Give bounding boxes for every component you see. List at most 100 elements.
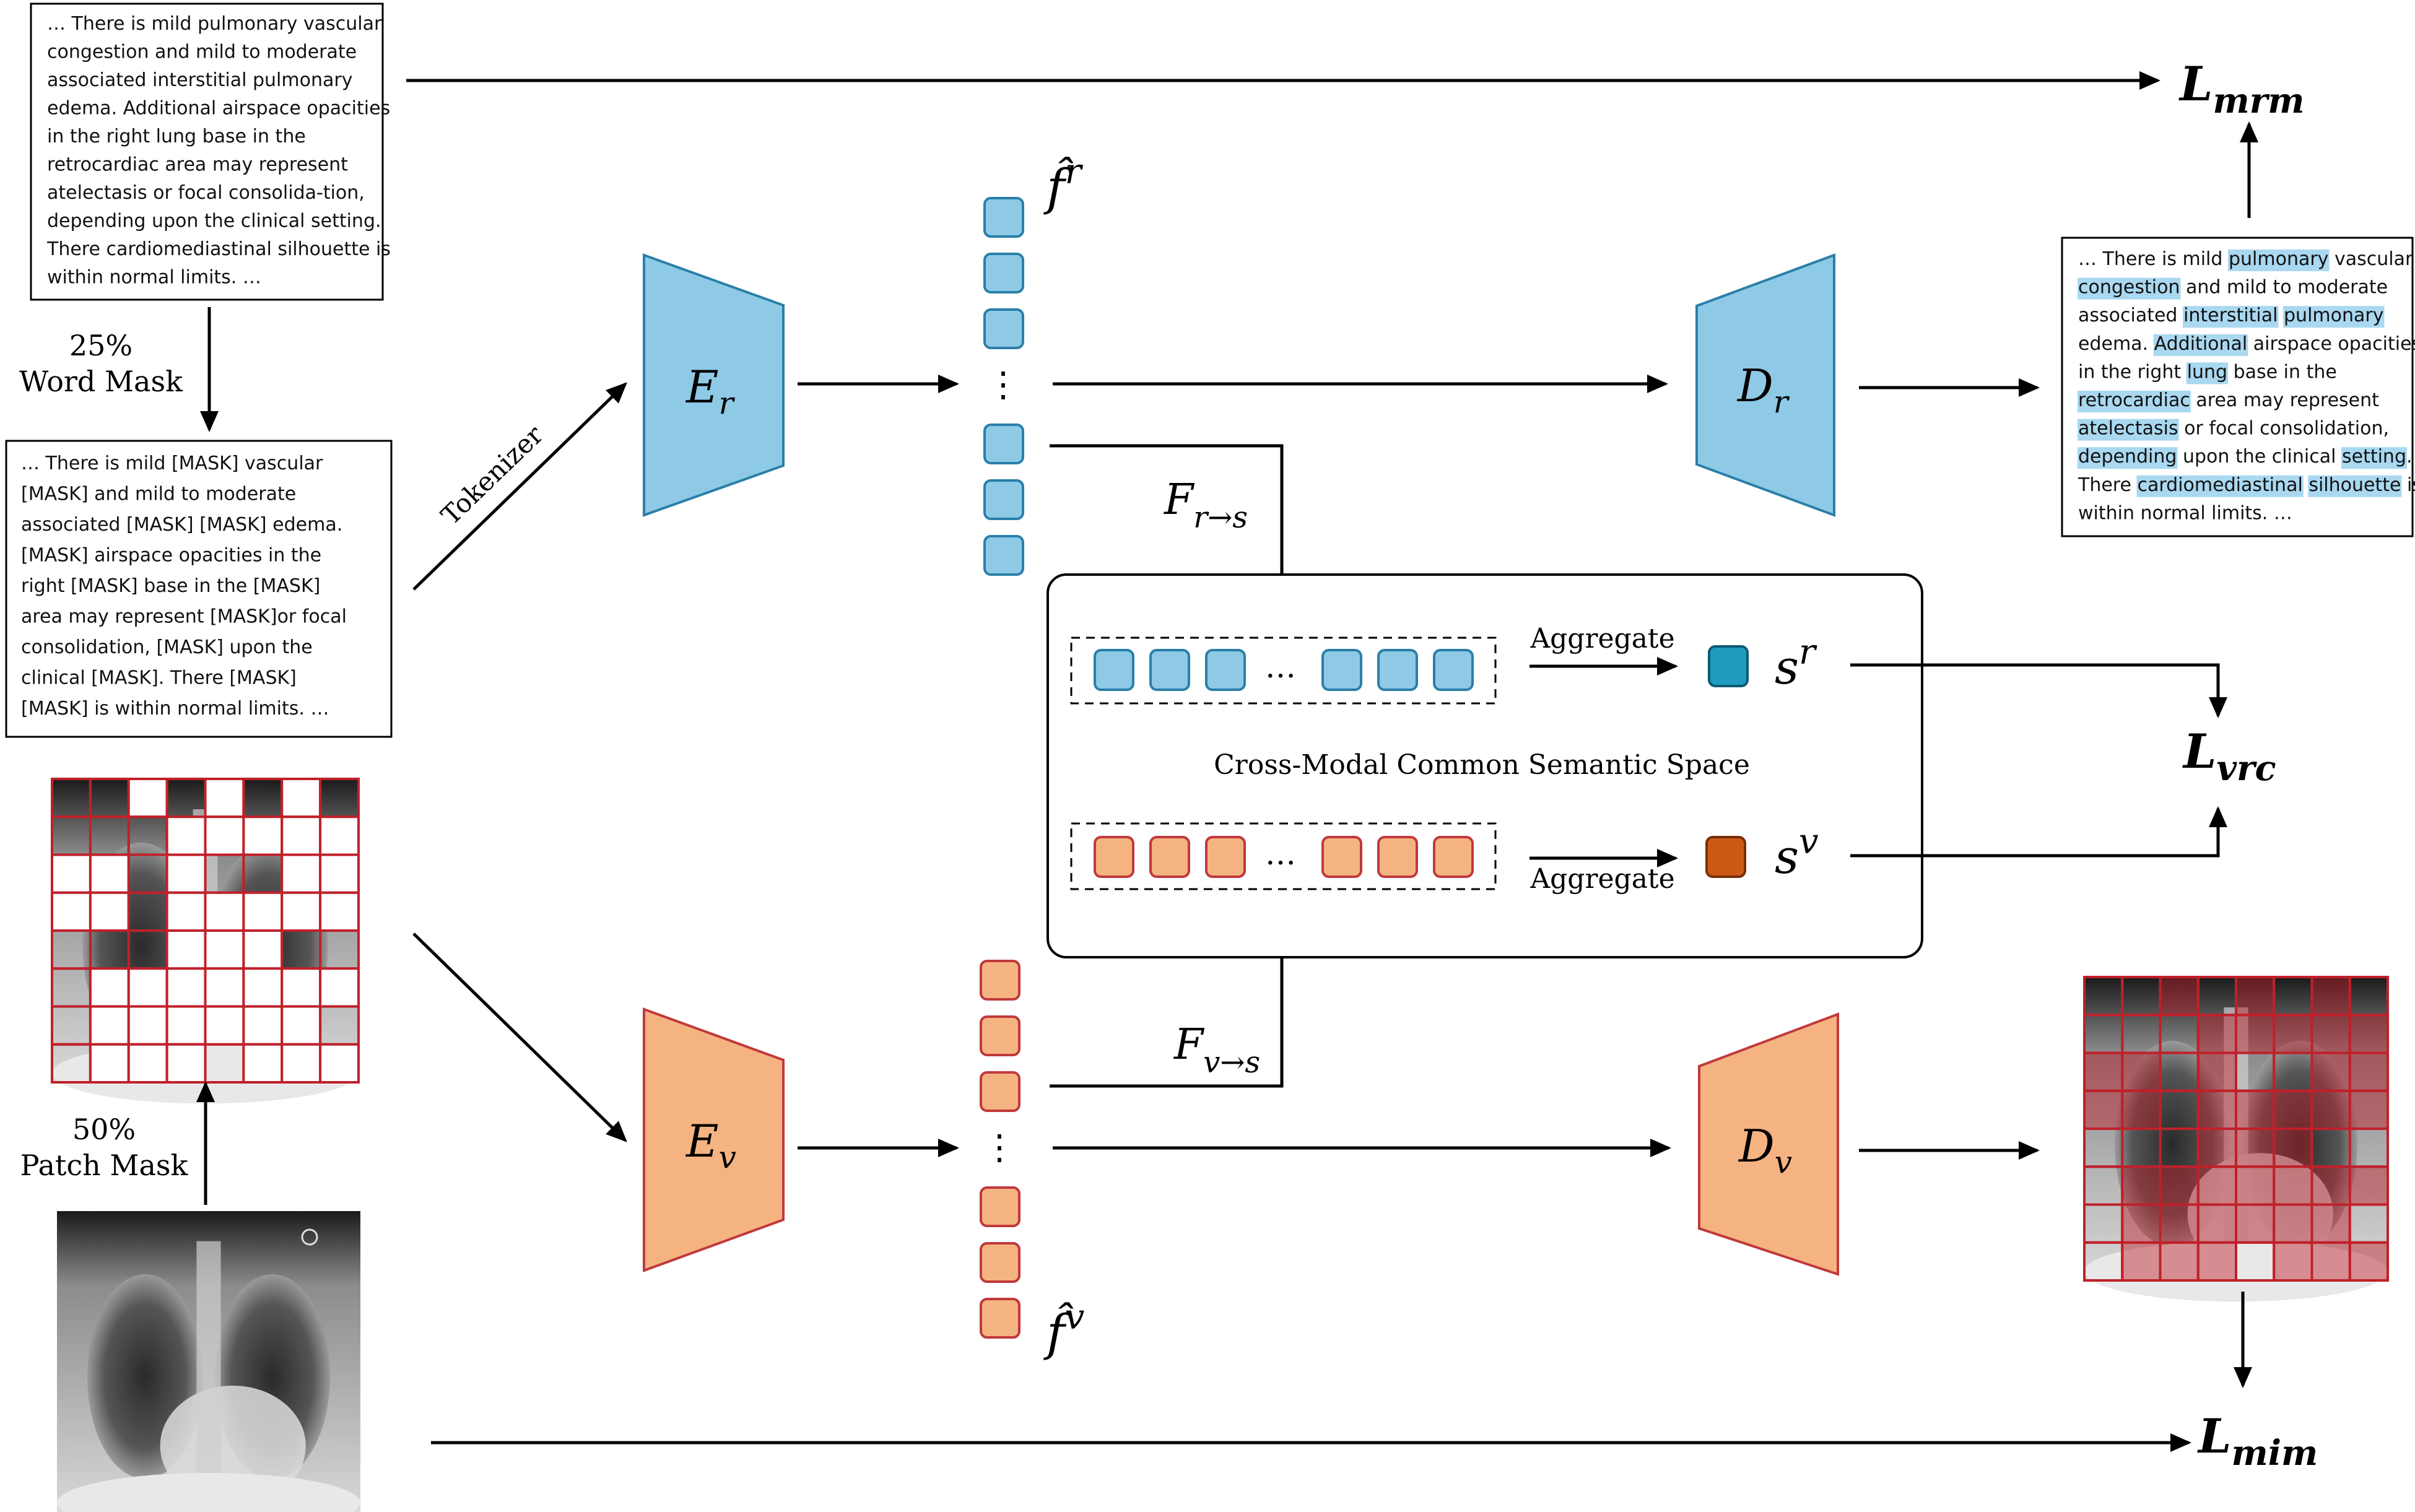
common-semantic-space: … Aggregate sr Cross-Modal Common Semant… [1046,573,1923,958]
predicted-word: interstitial [2183,305,2278,326]
masked-report-line: area may represent [MASK]or focal [21,606,347,628]
masked-patch [2310,1014,2351,1054]
projection-r-to-s-arrow [1050,444,1291,635]
predicted-word: Additional [2154,333,2248,355]
loss-mim: Lmim [2197,1409,2318,1474]
masked-patch [2273,1241,2313,1282]
masked-patch [165,815,207,856]
loss-mrm: Lmrm [2178,56,2304,121]
masked-patch [319,815,360,856]
masked-patch [319,891,360,932]
masked-patch [204,967,245,1008]
reconstructed-report-box: … There is mild pulmonary vascular conges… [2061,237,2415,537]
masked-patch [281,815,322,856]
masked-report-line: [MASK] is within normal limits. … [21,698,329,719]
masked-patch [242,815,284,856]
report-word: is [2401,474,2415,496]
f-r-to-s-label: Fr→s [1163,476,1248,535]
reconstructed-patch-grid [2083,976,2389,1282]
predicted-word: atelectasis [2078,418,2178,440]
word-highlight [2078,447,2178,469]
masked-patch [242,1043,284,1084]
masked-patch [127,967,168,1008]
masked-report-line: … There is mild [MASK] vascular [21,453,323,474]
image-encoder-ev: Ev [643,1007,785,1272]
report-word: base in the [2227,361,2337,383]
image-decoder-dv: Dv [1698,1012,1839,1276]
masked-patch [204,1005,245,1046]
reconstructed-report-line: atelectasis or focal consolidation, [2078,418,2389,440]
masked-patch [319,967,360,1008]
masked-patch [2196,1165,2237,1206]
svg-text:Dv: Dv [1738,1120,1792,1180]
svg-text:…: … [1265,836,1296,872]
s-v-token [1705,836,1746,878]
masked-patch [2273,1203,2313,1244]
predicted-word: setting [2342,446,2406,467]
masked-patch [2196,1051,2237,1092]
s-r-token [1708,645,1749,687]
reconstructed-report-line: … There is mild pulmonary vascular [2078,248,2413,270]
f-hat-v-label: f̂v [1043,1297,1085,1362]
patch-mask-grid [51,778,360,1084]
reconstructed-report-line: in the right lung base in the [2078,361,2337,383]
masked-patch [2159,1165,2200,1206]
original-xray-image [57,1211,360,1512]
projection-v-to-s-arrow [1050,897,1291,1088]
svg-text:…: … [1265,649,1296,685]
masked-patch [165,891,207,932]
masked-patch [89,891,130,932]
masked-report-line: right [MASK] base in the [MASK] [21,575,320,597]
predicted-word: silhouette [2308,474,2401,496]
original-report-text: … There is mild pulmonary vascularconges… [46,13,391,289]
report-decoder-dr: Dr [1695,253,1835,517]
xray-to-ev-arrow [412,932,627,1142]
report-word: upon the clinical [2177,446,2342,467]
loss-vrc: Lvrc [2182,724,2276,789]
masked-patch [2083,1051,2124,1092]
word-mask-percent: 25% [69,329,133,362]
masked-patch [165,1005,207,1046]
masked-patch [127,1043,168,1084]
reconstructed-report-line: congestion and mild to moderate [2078,277,2388,298]
word-highlight [2136,475,2304,497]
masked-patch [281,1043,322,1084]
reconstructed-report-line: associated interstitial pulmonary [2078,305,2383,326]
masked-patch [2196,1241,2237,1282]
reconstructed-report-line: retrocardiac area may represent [2078,389,2379,411]
masked-patch [89,1005,130,1046]
masked-patch [2121,1165,2162,1206]
report-word: area may represent [2190,389,2379,411]
masked-patch [2196,1089,2237,1130]
masked-patch [2235,1127,2276,1168]
reconstructed-report-line: There cardiomediastinal silhouette is [2078,474,2415,496]
masked-patch [2235,1203,2276,1244]
f-hat-r-label: f̂r [1043,152,1084,216]
masked-patch [2159,976,2200,1017]
report-encoder-er: Er [643,253,785,517]
predicted-word: pulmonary [2284,305,2383,326]
report-word: and mild to moderate [2180,277,2388,298]
masked-patch [242,929,284,970]
report-word: . [2406,446,2413,467]
word-highlight [2078,391,2191,412]
report-space-tokens: … [1094,649,1474,691]
masked-report-line: clinical [MASK]. There [MASK] [21,667,297,689]
masked-report-box: … There is mild [MASK] vascular[MASK] an… [5,440,393,738]
masked-patch [2310,1051,2351,1092]
masked-report-line: associated [MASK] [MASK] edema. [21,514,342,536]
masked-patch [2235,1089,2276,1130]
masked-patch [89,967,130,1008]
masked-patch [242,1005,284,1046]
masked-report-text: … There is mild [MASK] vascular[MASK] an… [21,453,347,719]
original-report-line: congestion and mild to moderate [47,41,357,63]
original-report-line: There cardiomediastinal silhouette is [46,238,391,260]
svg-text:⋮: ⋮ [986,365,1020,405]
patch-mask-label: Patch Mask [20,1149,189,1182]
masked-patch [204,778,245,819]
reconstructed-xray-image [2083,976,2389,1302]
masked-patch [319,1043,360,1084]
word-highlight [2183,306,2279,328]
masked-patch [2348,1241,2389,1282]
common-space-title: Cross-Modal Common Semantic Space [1214,749,1750,781]
